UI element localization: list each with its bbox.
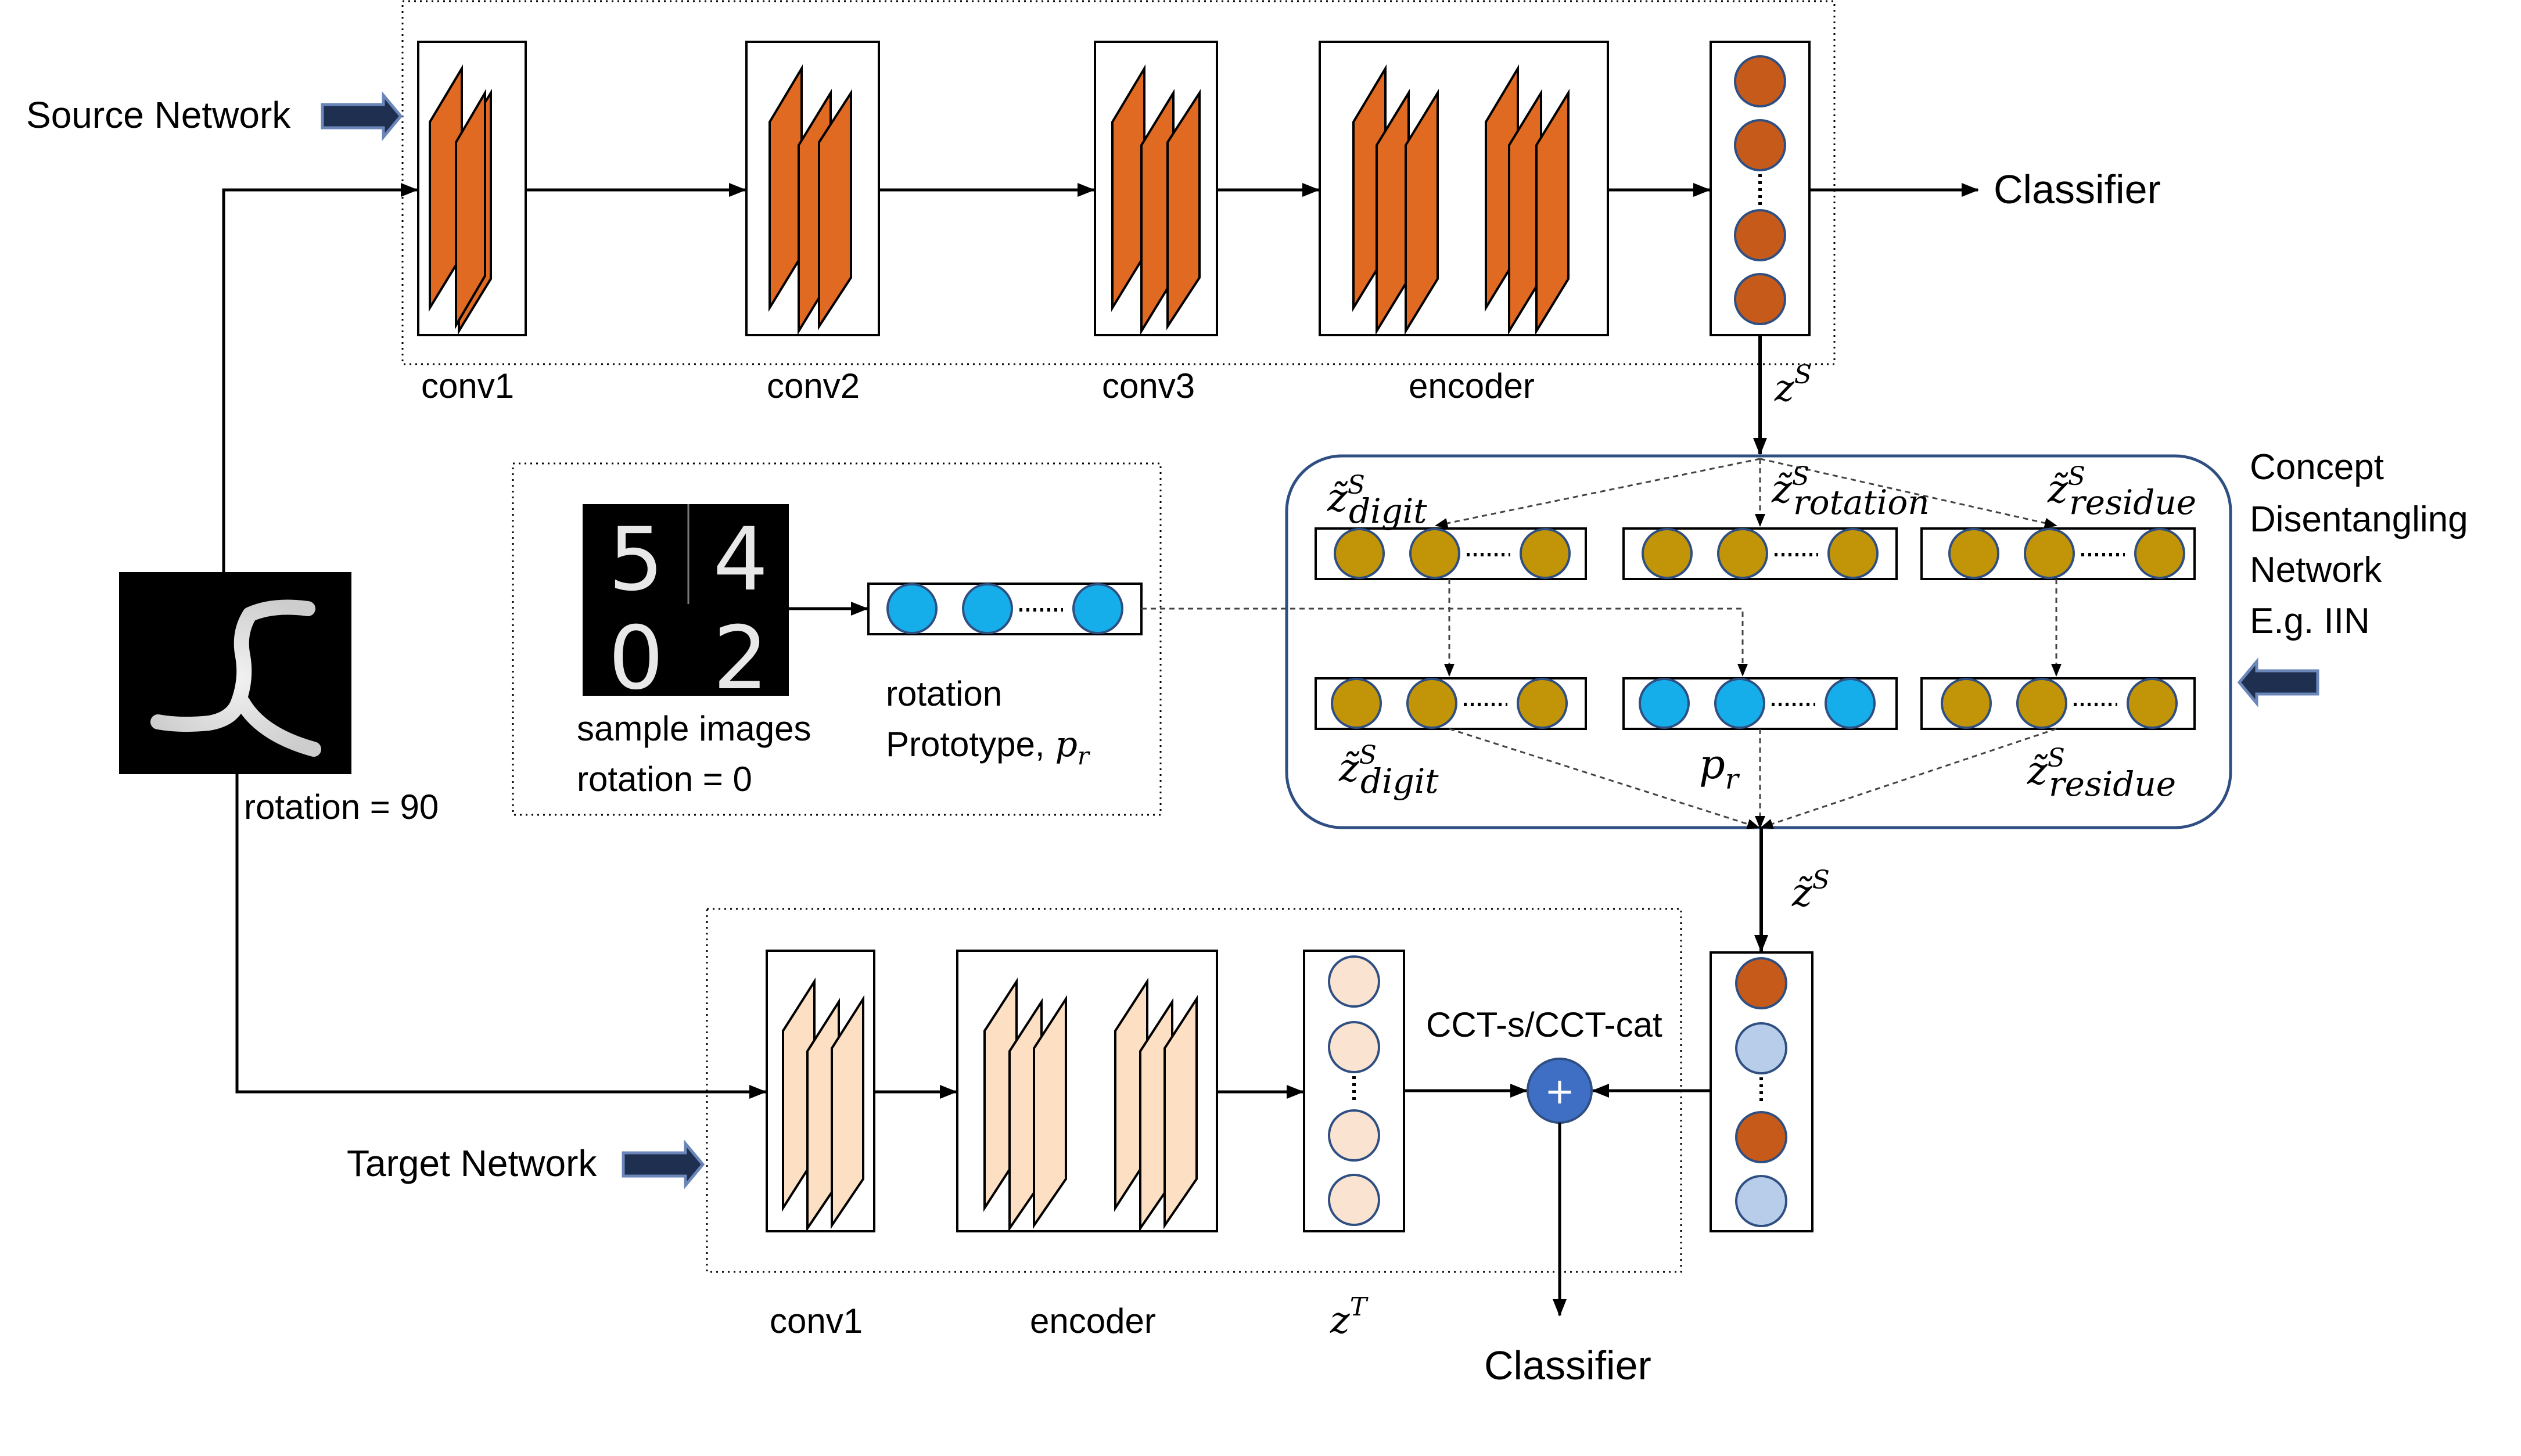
rotation-word-label: rotation: [886, 674, 1002, 713]
handwritten-digit-rotated-image: [150, 599, 321, 757]
target-network-text: Target Network: [347, 1142, 597, 1184]
zresidue-vector-bottom: [1920, 677, 2196, 730]
zs-label: zS: [1774, 360, 1812, 410]
cdn-label-line2: Disentangling: [2250, 499, 2468, 540]
layer-icon: [429, 64, 492, 336]
sample-digit: 0: [608, 608, 663, 709]
rotation-90-label: rotation = 90: [244, 788, 439, 826]
cct-label: CCT-s/CCT-cat: [1426, 1005, 1662, 1044]
target-network-box: [706, 908, 1682, 1273]
conv3-label: conv3: [1102, 366, 1195, 405]
plus-icon: +: [1545, 1070, 1575, 1112]
zt-label: zT: [1330, 1292, 1369, 1342]
ztilde-s-label: z̃S: [1791, 865, 1830, 915]
source-latent-zs: [1710, 41, 1811, 336]
source-encoder-layer: [1319, 41, 1609, 336]
zdigit-vector-top: [1315, 527, 1587, 580]
rotation-prototype-vector: [867, 583, 1143, 635]
zrotation-vector-top: [1622, 527, 1898, 580]
cdn-label-line3: Network: [2250, 550, 2382, 590]
classifier-bottom-label: Classifier: [1484, 1343, 1651, 1388]
cdn-label: Concept Disentangling Network E.g. IIN: [2250, 447, 2468, 641]
layer-icon: [1485, 64, 1570, 336]
conv2-label: conv2: [767, 366, 860, 405]
block-arrow-icon: [321, 91, 403, 141]
sample-digit: 4: [713, 509, 768, 610]
target-encoder-layer: [956, 950, 1218, 1232]
encoder-label: encoder: [1409, 366, 1535, 405]
cdn-dashed-connectors: [1141, 458, 2062, 829]
pr-vector-bottom: [1622, 677, 1898, 730]
input-to-target-line: [235, 774, 767, 1099]
layer-icon: [1352, 64, 1439, 336]
sample-digit: 5: [608, 509, 663, 610]
target-conv1-layer: [766, 950, 875, 1232]
cct-fusion-node: +: [1527, 1058, 1593, 1124]
sample-images-label: sample images: [577, 709, 811, 748]
target-encoder-label: encoder: [1030, 1302, 1156, 1340]
cdn-label-line4: E.g. IIN: [2250, 601, 2370, 641]
block-arrow-icon: [622, 1139, 705, 1189]
layer-icon: [1111, 64, 1201, 336]
pr-bottom-label: pr: [1699, 740, 1740, 796]
zdigit-vector-bottom: [1315, 677, 1587, 730]
target-latent-zt: [1303, 950, 1405, 1232]
source-network-text: Source Network: [26, 94, 291, 136]
prototype-label: Prototype,pr: [886, 724, 1091, 770]
source-conv3-layer: [1094, 41, 1218, 336]
source-conv2-layer: [745, 41, 880, 336]
source-network-label: Source Network: [26, 91, 403, 141]
input-image: [119, 572, 351, 774]
input-to-source-line: [222, 183, 418, 572]
conv1-label: conv1: [421, 366, 514, 405]
layer-icon: [983, 977, 1067, 1232]
source-conv1-layer: [417, 41, 527, 336]
cdn-label-line1: Concept: [2250, 447, 2384, 487]
source-network-box: [401, 0, 1836, 365]
target-conv1-label: conv1: [770, 1302, 863, 1340]
sample-images: 5 4 0 2: [583, 504, 789, 709]
target-network-label: Target Network: [347, 1139, 705, 1189]
zresidue-vector-top: [1920, 527, 2196, 580]
layer-icon: [768, 64, 852, 336]
layer-icon: [782, 977, 864, 1232]
fused-latent-column: [1710, 951, 1813, 1232]
classifier-top-label: Classifier: [1994, 167, 2161, 212]
rotation-0-label: rotation = 0: [577, 760, 752, 799]
block-arrow-icon: [2237, 657, 2319, 707]
layer-icon: [1114, 977, 1198, 1232]
sample-digit: 2: [713, 608, 768, 709]
